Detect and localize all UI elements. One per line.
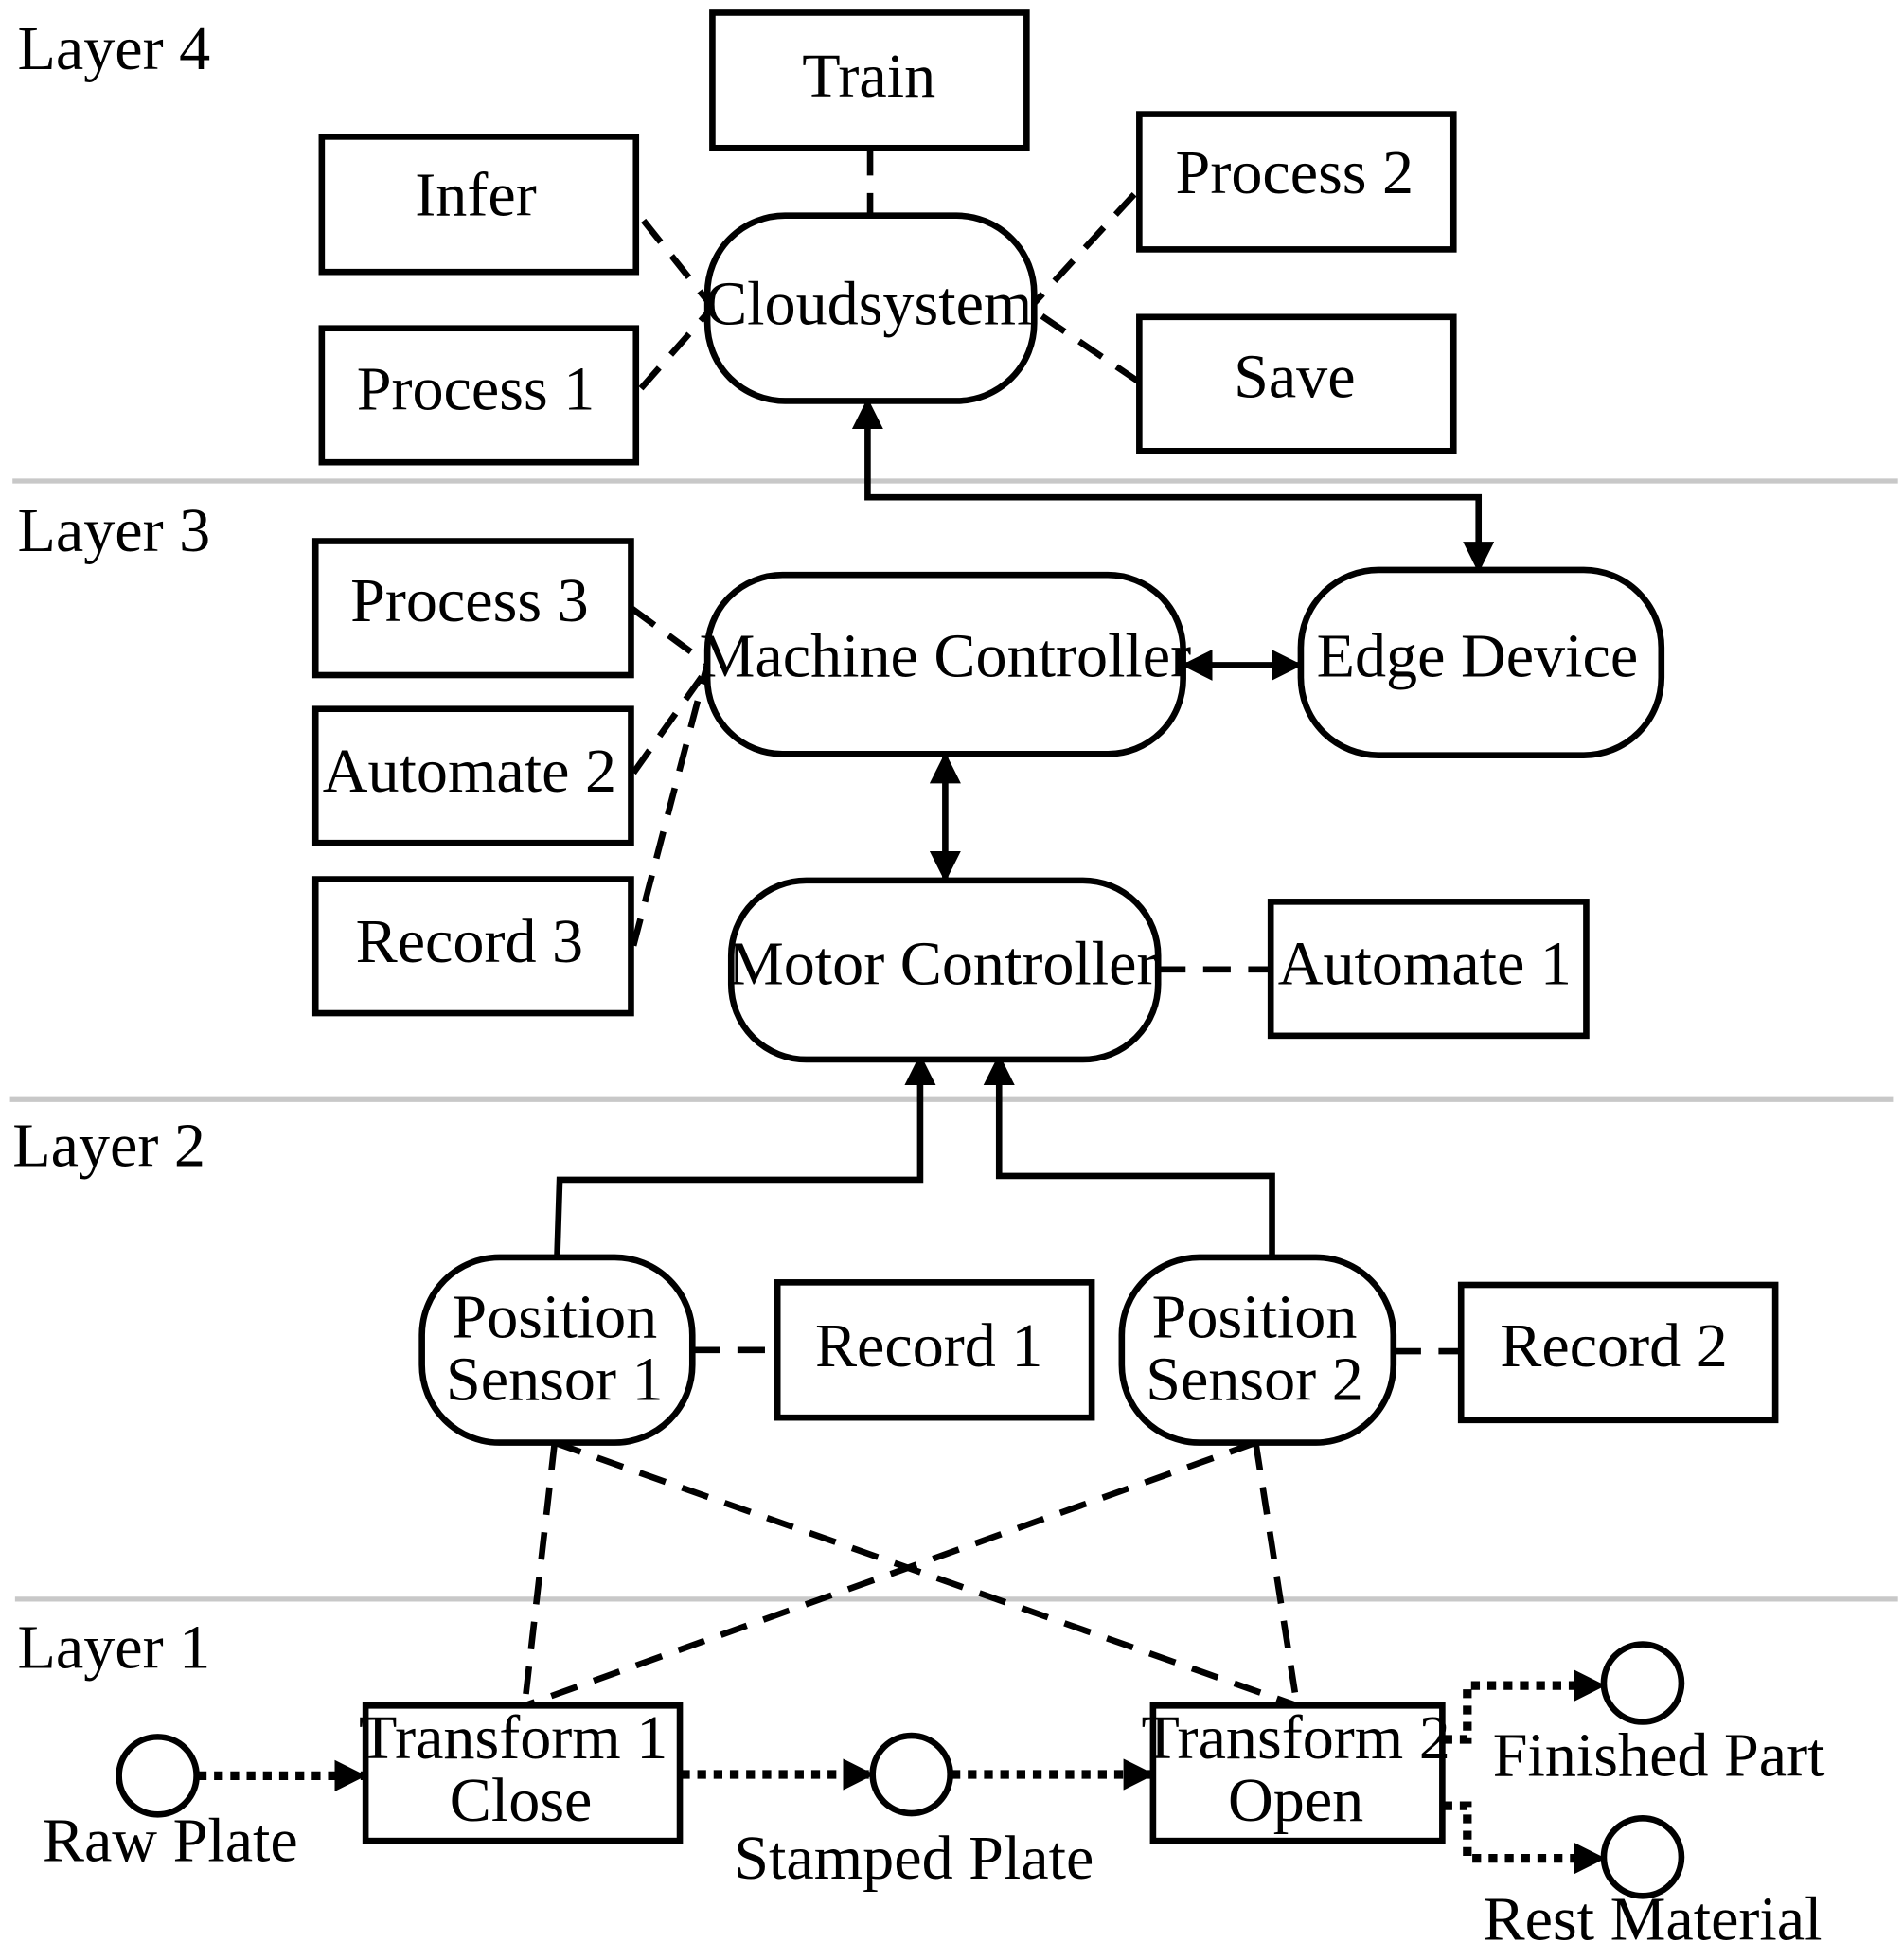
motor-controller-node: [727, 877, 1162, 1063]
process2-cloud-link: [1031, 191, 1137, 306]
record-1-label: Record 1: [815, 1311, 1043, 1381]
raw-plate-place: [116, 1734, 200, 1818]
position-sensor-2-node: [1118, 1254, 1397, 1446]
position-sensor-1-node: [418, 1254, 696, 1446]
position-sensor-1-label-line1: Position: [452, 1283, 657, 1352]
record-2-box: [1457, 1281, 1779, 1424]
transform-2-label-line2: Open: [1228, 1766, 1363, 1835]
layer-4-label: Layer 4: [18, 14, 211, 83]
process3-machine-link: [630, 606, 710, 667]
transform-1-label-line2: Close: [450, 1766, 593, 1835]
position-sensor-2-label-line1: Position: [1152, 1283, 1358, 1352]
sensor1-transform2-link: [553, 1439, 1299, 1709]
rest-material-label: Rest Material: [1484, 1885, 1823, 1954]
automate-1-label: Automate 1: [1278, 930, 1572, 999]
cloudsystem-label: Cloudsystem: [705, 270, 1032, 339]
infer-label: Infer: [415, 161, 536, 230]
finished-part-label: Finished Part: [1493, 1720, 1825, 1790]
flow-transform2-to-finished: [1443, 1669, 1606, 1744]
stamped-plate-place: [869, 1732, 953, 1817]
flow-transform2-to-rest: [1443, 1801, 1606, 1875]
save-box: [1136, 313, 1457, 454]
transform-2-box: [1149, 1702, 1446, 1844]
layer-1-label: Layer 1: [18, 1613, 211, 1683]
machine-controller-node: [703, 571, 1186, 757]
rest-material-place: [1600, 1815, 1685, 1899]
position-sensor-2-label-line2: Sensor 2: [1146, 1345, 1363, 1415]
save-cloud-link: [1032, 308, 1142, 385]
process-2-label: Process 2: [1176, 138, 1414, 207]
process-3-label: Process 3: [350, 566, 589, 635]
edge-device-label: Edge Device: [1317, 621, 1639, 690]
transform-2-label-line1: Transform 2: [1142, 1703, 1450, 1773]
record3-machine-link: [630, 663, 711, 947]
edge-device-node: [1297, 566, 1665, 758]
process1-cloud-link: [638, 311, 710, 391]
record-1-box: [774, 1279, 1095, 1421]
automate2-machine-link: [631, 667, 710, 775]
layer-3-label: Layer 3: [18, 496, 211, 565]
motor-controller-label: Motor Controller: [728, 930, 1158, 999]
sensor1-transform1-link: [521, 1442, 559, 1706]
process-1-box: [318, 325, 640, 466]
record-3-box: [311, 876, 634, 1017]
transform-1-box: [362, 1702, 684, 1844]
sensor2-transform1-link: [523, 1439, 1257, 1709]
cloudsystem-node: [703, 212, 1038, 404]
stamped-plate-label: Stamped Plate: [734, 1824, 1094, 1893]
transform-1-label-line1: Transform 1: [359, 1703, 667, 1773]
train-box: [709, 9, 1030, 151]
process-3-box: [311, 538, 634, 679]
infer-box: [318, 134, 640, 276]
process-1-label: Process 1: [357, 355, 596, 424]
position-sensor-1-label-line2: Sensor 1: [446, 1345, 664, 1415]
train-label: Train: [802, 42, 935, 111]
automate-2-label: Automate 2: [323, 737, 616, 806]
sensor1-motor-connector: [554, 1054, 936, 1258]
machine-controller-label: Machine Controller: [700, 621, 1192, 690]
cloud-edge-connector: [851, 398, 1495, 574]
record-2-label: Record 2: [1500, 1311, 1727, 1381]
save-label: Save: [1234, 342, 1356, 411]
automate-1-box: [1267, 899, 1590, 1040]
raw-plate-label: Raw Plate: [43, 1806, 298, 1875]
sensor2-transform2-link: [1253, 1442, 1301, 1706]
finished-part-place: [1600, 1641, 1685, 1725]
sensor2-motor-connector: [983, 1054, 1275, 1257]
process-2-box: [1136, 111, 1457, 253]
infer-cloud-link: [641, 218, 710, 303]
automate-2-box: [311, 705, 634, 846]
layer-2-label: Layer 2: [12, 1111, 205, 1180]
record-3-label: Record 3: [356, 907, 583, 976]
